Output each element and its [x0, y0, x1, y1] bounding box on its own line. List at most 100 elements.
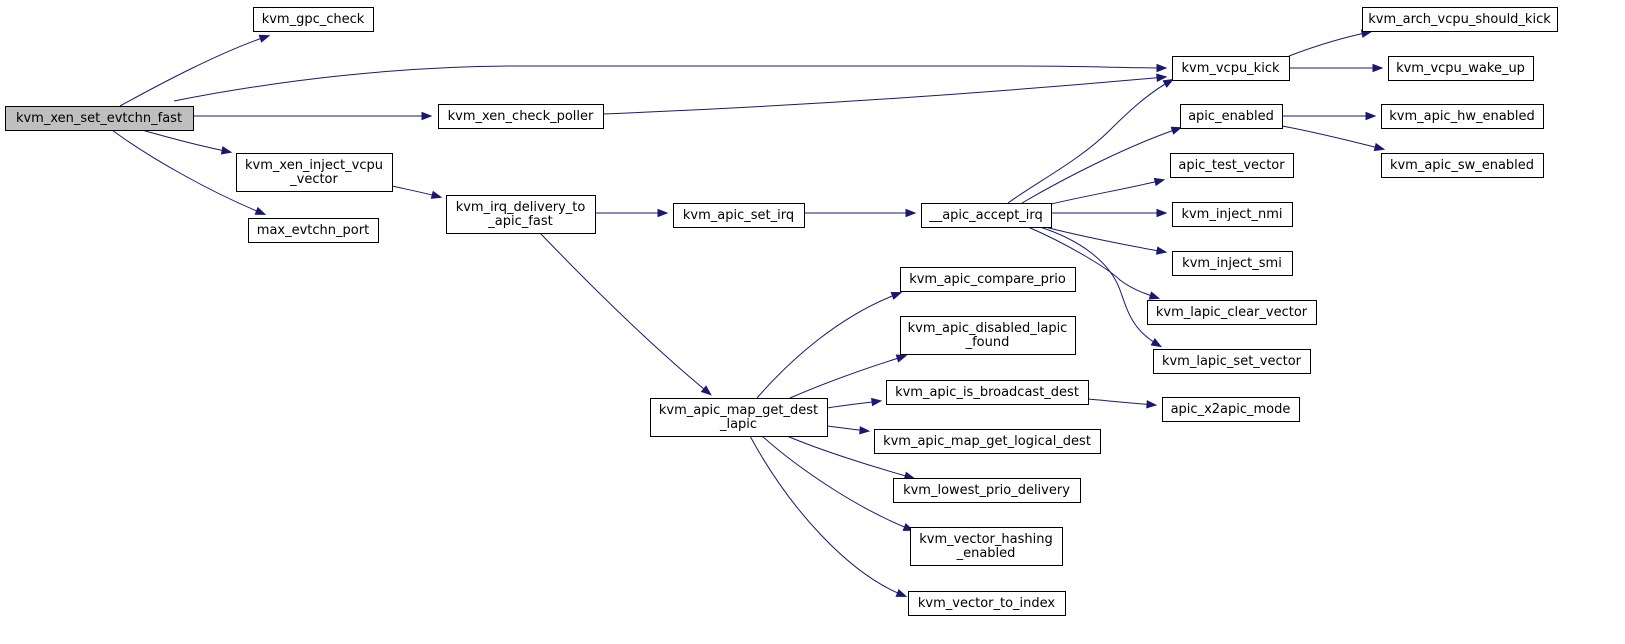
edge-kvm-vcpu-kick-to-kvm-arch-vcpu-should-kick	[1288, 29, 1373, 57]
node-kvm-apic-map-get-dest-lapic[interactable]: kvm_apic_map_get_dest_lapic	[650, 398, 828, 437]
arrowhead	[258, 34, 271, 43]
edge-line	[602, 76, 1166, 115]
edge-line	[1039, 226, 1161, 347]
node-kvm-irq-delivery-to-apic-fast[interactable]: kvm_irq_delivery_to_apic_fast	[446, 195, 596, 234]
arrowhead	[890, 291, 903, 300]
node-box	[900, 316, 1076, 355]
node-kvm-lapic-clear-vector[interactable]: kvm_lapic_clear_vector	[1147, 300, 1317, 325]
edge-kvm-xen-set-evtchn-fast-to-kvm-vcpu-kick	[173, 63, 1168, 102]
edge-line	[1281, 125, 1384, 150]
edge-line	[111, 129, 265, 215]
node-label: kvm_apic_is_broadcast_dest	[895, 385, 1079, 400]
node-box	[446, 195, 596, 234]
arrowhead	[1372, 63, 1384, 73]
node-box	[908, 591, 1066, 616]
node-kvm-lapic-set-vector[interactable]: kvm_lapic_set_vector	[1153, 349, 1311, 374]
node-label: kvm_vector_to_index	[918, 596, 1056, 611]
arrowhead	[859, 426, 871, 435]
arrowhead	[1365, 111, 1377, 121]
node-apic-x2apic-mode[interactable]: apic_x2apic_mode	[1162, 397, 1300, 422]
node-kvm-arch-vcpu-should-kick[interactable]: kvm_arch_vcpu_should_kick	[1362, 7, 1558, 32]
node-label: _vector	[289, 172, 338, 187]
edge-line	[1044, 226, 1166, 253]
arrowhead	[895, 354, 908, 363]
node-label: kvm_lowest_prio_delivery	[903, 483, 1070, 498]
arrowhead	[1156, 208, 1168, 218]
node-kvm-vcpu-kick[interactable]: kvm_vcpu_kick	[1172, 56, 1290, 81]
node-kvm-lowest-prio-delivery[interactable]: kvm_lowest_prio_delivery	[893, 478, 1081, 503]
node-kvm-apic-sw-enabled[interactable]: kvm_apic_sw_enabled	[1381, 153, 1544, 178]
edge-line	[141, 129, 231, 153]
node-apic-accept-irq[interactable]: __apic_accept_irq	[921, 203, 1052, 228]
node-kvm-xen-set-evtchn-fast[interactable]: kvm_xen_set_evtchn_fast	[5, 106, 194, 131]
node-kvm-apic-compare-prio[interactable]: kvm_apic_compare_prio	[900, 267, 1076, 292]
node-kvm-vcpu-wake-up[interactable]: kvm_vcpu_wake_up	[1388, 56, 1534, 81]
arrowhead	[1162, 78, 1175, 88]
node-label: kvm_apic_map_get_logical_dest	[883, 434, 1091, 449]
node-kvm-inject-smi[interactable]: kvm_inject_smi	[1172, 251, 1293, 276]
node-label: apic_enabled	[1188, 109, 1274, 124]
node-kvm-apic-map-get-logical-dest[interactable]: kvm_apic_map_get_logical_dest	[874, 429, 1101, 454]
edge-line	[119, 35, 269, 107]
node-label: _found	[965, 335, 1010, 350]
node-kvm-xen-inject-vcpu-vector[interactable]: kvm_xen_inject_vcpu_vector	[236, 153, 393, 192]
node-label: apic_test_vector	[1178, 158, 1285, 173]
node-label: __apic_accept_irq	[928, 208, 1043, 223]
edge-kvm-xen-set-evtchn-fast-to-kvm-xen-inject-vcpu-vector	[141, 129, 233, 155]
edge-apic-accept-irq-to-apic-enabled	[1021, 126, 1183, 204]
edge-apic-enabled-to-kvm-apic-hw-enabled	[1282, 111, 1377, 121]
node-kvm-xen-check-poller[interactable]: kvm_xen_check_poller	[438, 104, 604, 129]
node-label: kvm_vcpu_wake_up	[1396, 61, 1525, 76]
node-label: kvm_vcpu_kick	[1181, 61, 1280, 76]
edge-kvm-xen-set-evtchn-fast-to-kvm-xen-check-poller	[193, 111, 433, 121]
node-kvm-apic-is-broadcast-dest[interactable]: kvm_apic_is_broadcast_dest	[886, 380, 1089, 405]
node-label: apic_x2apic_mode	[1171, 402, 1291, 417]
node-label: _apic_fast	[487, 214, 552, 229]
node-box	[1381, 153, 1544, 178]
node-box	[1153, 349, 1311, 374]
arrowhead	[905, 208, 917, 218]
node-apic-enabled[interactable]: apic_enabled	[1180, 104, 1283, 129]
node-box	[1172, 56, 1290, 81]
arrowhead	[254, 206, 267, 215]
arrowhead	[895, 588, 908, 597]
node-kvm-vector-to-index[interactable]: kvm_vector_to_index	[908, 591, 1066, 616]
node-box	[886, 380, 1089, 405]
node-kvm-apic-hw-enabled[interactable]: kvm_apic_hw_enabled	[1381, 104, 1544, 129]
node-box	[438, 104, 604, 129]
edge-kvm-apic-map-get-dest-lapic-to-kvm-apic-disabled-lapic-found	[789, 354, 908, 399]
node-box	[253, 7, 374, 32]
node-max-evtchn-port[interactable]: max_evtchn_port	[248, 218, 379, 243]
arrowhead	[1148, 291, 1161, 300]
node-kvm-apic-disabled-lapic-found[interactable]: kvm_apic_disabled_lapic_found	[900, 316, 1076, 355]
node-box	[910, 527, 1063, 566]
arrowhead	[430, 190, 443, 199]
node-label: kvm_inject_smi	[1182, 256, 1282, 271]
node-kvm-vector-hashing-enabled[interactable]: kvm_vector_hashing_enabled	[910, 527, 1063, 566]
node-label: kvm_xen_inject_vcpu	[245, 158, 383, 173]
edge-apic-accept-irq-to-kvm-inject-smi	[1044, 226, 1168, 255]
edge-kvm-vcpu-kick-to-kvm-vcpu-wake-up	[1289, 63, 1384, 73]
arrowhead	[700, 385, 712, 396]
node-apic-test-vector[interactable]: apic_test_vector	[1170, 153, 1294, 178]
node-label: kvm_vector_hashing	[919, 532, 1052, 547]
node-kvm-apic-set-irq[interactable]: kvm_apic_set_irq	[673, 203, 805, 228]
arrowhead	[1146, 400, 1158, 409]
arrowhead	[1153, 177, 1166, 187]
edge-apic-accept-irq-to-kvm-lapic-clear-vector	[1027, 226, 1161, 300]
node-box	[1362, 7, 1558, 32]
node-box	[248, 218, 379, 243]
node-label: kvm_apic_sw_enabled	[1390, 158, 1534, 173]
node-label: max_evtchn_port	[257, 223, 369, 238]
node-kvm-inject-nmi[interactable]: kvm_inject_nmi	[1172, 202, 1293, 227]
arrowhead	[657, 208, 669, 218]
node-kvm-gpc-check[interactable]: kvm_gpc_check	[253, 7, 374, 32]
edge-kvm-xen-set-evtchn-fast-to-kvm-gpc-check	[119, 34, 271, 107]
edge-line	[789, 355, 906, 399]
edge-kvm-xen-set-evtchn-fast-to-max-evtchn-port	[111, 129, 267, 215]
edge-line	[173, 65, 1166, 102]
node-label: kvm_apic_map_get_dest	[659, 403, 818, 418]
arrowhead	[421, 111, 433, 121]
arrowhead	[1156, 73, 1168, 82]
